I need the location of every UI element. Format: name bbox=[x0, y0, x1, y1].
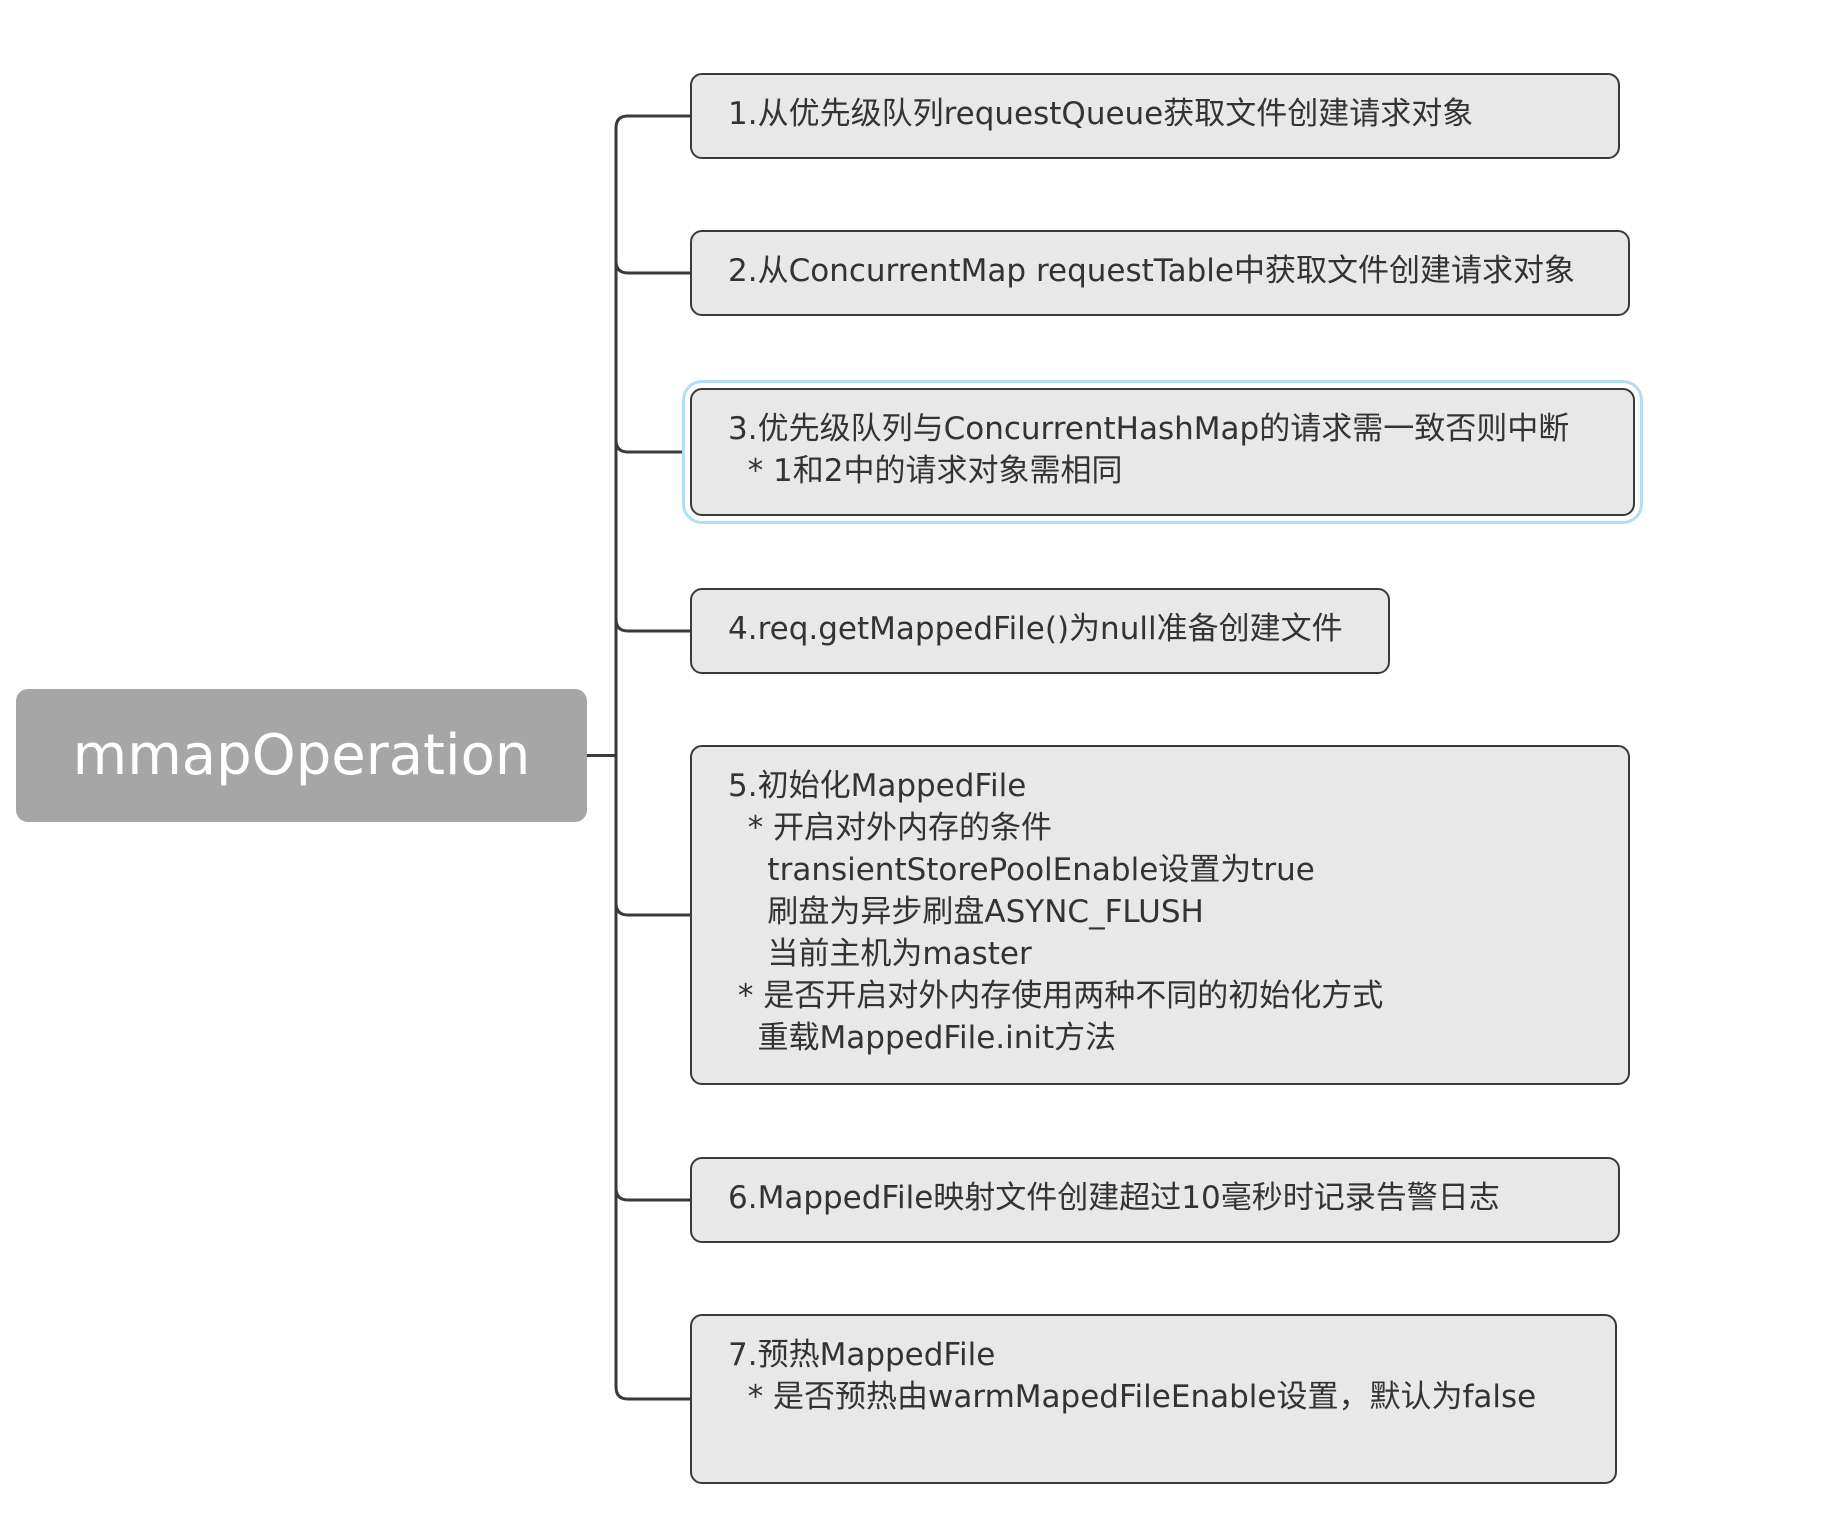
step-7-line-1: 7.预热MappedFile bbox=[728, 1337, 996, 1373]
branch-connector-3 bbox=[614, 439, 690, 454]
step-6-line: 6.MappedFile映射文件创建超过10毫秒时记录告警日志 bbox=[728, 1180, 1500, 1216]
branch-connector-5 bbox=[614, 902, 690, 917]
root-node-mmap-operation[interactable]: mmapOperation bbox=[16, 689, 587, 822]
step-5-line-1: 5.初始化MappedFile bbox=[728, 768, 1027, 804]
step-5-line-4: 刷盘为异步刷盘ASYNC_FLUSH bbox=[728, 894, 1204, 930]
step-2-line: 2.从ConcurrentMap requestTable中获取文件创建请求对象 bbox=[728, 253, 1575, 289]
step-node-4[interactable]: 4.req.getMappedFile()为null准备创建文件 bbox=[690, 588, 1390, 674]
step-node-3[interactable]: 3.优先级队列与ConcurrentHashMap的请求需一致否则中断 * 1和… bbox=[690, 388, 1635, 516]
root-node-label: mmapOperation bbox=[72, 723, 531, 788]
step-5-line-5: 当前主机为master bbox=[728, 936, 1032, 972]
step-node-6[interactable]: 6.MappedFile映射文件创建超过10毫秒时记录告警日志 bbox=[690, 1157, 1620, 1243]
step-node-2[interactable]: 2.从ConcurrentMap requestTable中获取文件创建请求对象 bbox=[690, 230, 1630, 316]
step-3-line-1: 3.优先级队列与ConcurrentHashMap的请求需一致否则中断 bbox=[728, 411, 1570, 447]
step-5-line-7: 重载MappedFile.init方法 bbox=[728, 1020, 1117, 1056]
step-node-1[interactable]: 1.从优先级队列requestQueue获取文件创建请求对象 bbox=[690, 73, 1620, 159]
step-3-line-2: * 1和2中的请求对象需相同 bbox=[728, 453, 1123, 489]
step-5-line-6: * 是否开启对外内存使用两种不同的初始化方式 bbox=[728, 978, 1384, 1014]
step-node-7[interactable]: 7.预热MappedFile * 是否预热由warmMapedFileEnabl… bbox=[690, 1314, 1617, 1484]
step-4-line: 4.req.getMappedFile()为null准备创建文件 bbox=[728, 611, 1343, 647]
branch-connector-6 bbox=[614, 1187, 690, 1202]
step-5-line-2: * 开启对外内存的条件 bbox=[728, 810, 1053, 846]
step-7-line-2: * 是否预热由warmMapedFileEnable设置，默认为false bbox=[728, 1379, 1537, 1415]
step-5-line-3: transientStorePoolEnable设置为true bbox=[728, 852, 1315, 888]
branch-connector-2 bbox=[614, 260, 690, 275]
branch-connector-7 bbox=[614, 1386, 690, 1401]
step-1-line: 1.从优先级队列requestQueue获取文件创建请求对象 bbox=[728, 96, 1474, 132]
branch-connector-4 bbox=[614, 618, 690, 633]
step-node-5[interactable]: 5.初始化MappedFile * 开启对外内存的条件 transientSto… bbox=[690, 745, 1630, 1085]
branch-connector-1 bbox=[614, 114, 690, 129]
